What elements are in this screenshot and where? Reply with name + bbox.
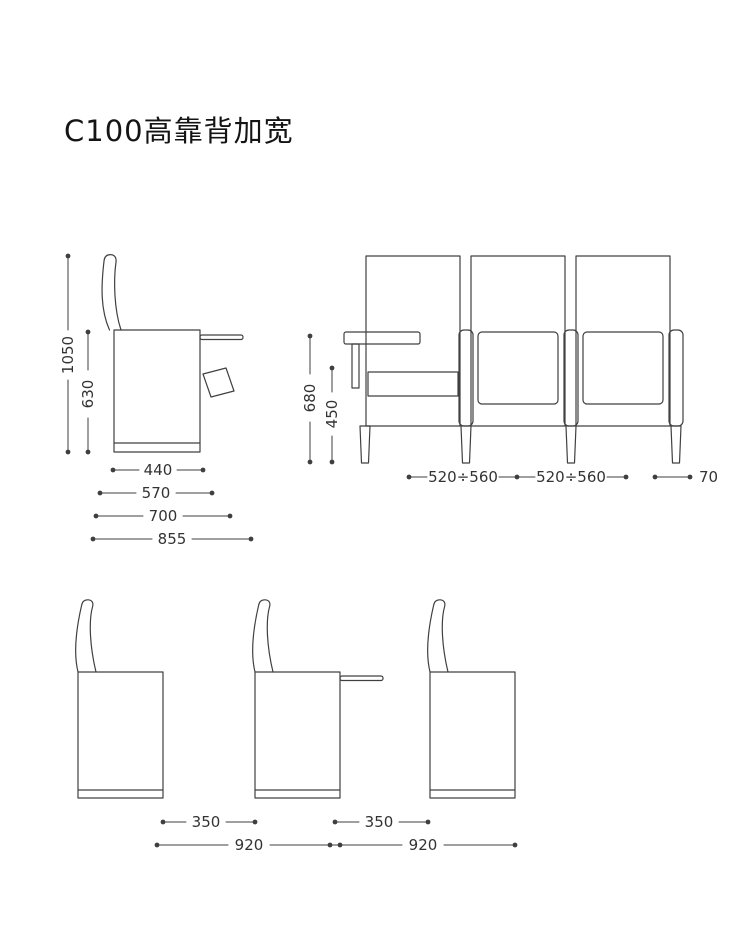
front-view-row [343, 255, 684, 464]
row-chair-2-tablet-arm [339, 675, 384, 682]
dim-label-855: 855 [158, 530, 187, 548]
row-chair-3-body [429, 671, 516, 799]
front-tablet-support [351, 343, 360, 389]
row-chair-2-backrest [252, 599, 274, 673]
dim-label-920-right: 920 [409, 836, 438, 854]
front-seat-pan-down [367, 371, 459, 397]
row-dim-gap-right: 350 [332, 813, 431, 831]
front-leg-1 [359, 425, 371, 464]
dim-label-350-right: 350 [365, 813, 394, 831]
front-leg-4 [670, 425, 682, 464]
front-seat-unit-1 [365, 255, 461, 427]
front-seat-unit-3 [575, 255, 671, 427]
front-armrest-right [668, 329, 684, 427]
side-view-dim-700: 700 [93, 507, 233, 525]
dim-label-440: 440 [144, 461, 173, 479]
dim-label-70: 70 [699, 468, 718, 486]
front-view-dim-armrest-height: 680 [301, 333, 319, 465]
row-chair-1 [75, 599, 164, 799]
front-view-dim-end-panel: 70 [652, 468, 718, 486]
side-view-tablet-arm [199, 334, 244, 341]
front-leg-3 [565, 425, 577, 464]
dim-label-350-left: 350 [192, 813, 221, 831]
front-seat-pan-folded-2 [477, 331, 559, 405]
row-chair-2 [252, 599, 384, 799]
dim-label-520-560-right: 520÷560 [536, 468, 606, 486]
side-view-dim-855: 855 [90, 530, 254, 548]
side-view-seat-body [113, 329, 201, 453]
side-view-backrest [101, 254, 122, 331]
row-dim-spacing-right: 920 [327, 836, 518, 854]
side-view-folded-tablet [202, 367, 235, 398]
side-view-dim-440: 440 [110, 461, 206, 479]
front-seat-unit-2 [470, 255, 566, 427]
front-seat-pan-folded-3 [582, 331, 664, 405]
row-chair-1-body [77, 671, 164, 799]
row-chair-3 [427, 599, 516, 799]
dim-label-630: 630 [79, 380, 97, 409]
row-dim-gap-left: 350 [160, 813, 258, 831]
dim-label-450: 450 [323, 400, 341, 429]
dim-label-1050: 1050 [59, 336, 77, 374]
row-dim-spacing-left: 920 [154, 836, 343, 854]
side-view-dim-total-height: 1050 [59, 253, 77, 455]
side-view-chair [101, 254, 244, 453]
side-view-dim-back-height: 630 [79, 329, 97, 455]
dim-label-680: 680 [301, 384, 319, 413]
dim-label-520-560-left: 520÷560 [428, 468, 498, 486]
dim-label-570: 570 [142, 484, 171, 502]
dim-label-920-left: 920 [235, 836, 264, 854]
row-chair-1-backrest [75, 599, 97, 673]
drawing-title: C100高靠背加宽 [64, 114, 294, 148]
front-view-dim-seat-height: 450 [323, 365, 341, 465]
row-chair-2-body [254, 671, 341, 799]
front-view-dim-seat-width-right: 520÷560 [516, 468, 629, 486]
dim-label-700: 700 [149, 507, 178, 525]
front-writing-tablet [343, 331, 421, 345]
side-view-dim-570: 570 [97, 484, 215, 502]
row-chair-3-backrest [427, 599, 449, 673]
front-view-dim-seat-width-left: 520÷560 [406, 468, 520, 486]
front-leg-2 [460, 425, 472, 464]
